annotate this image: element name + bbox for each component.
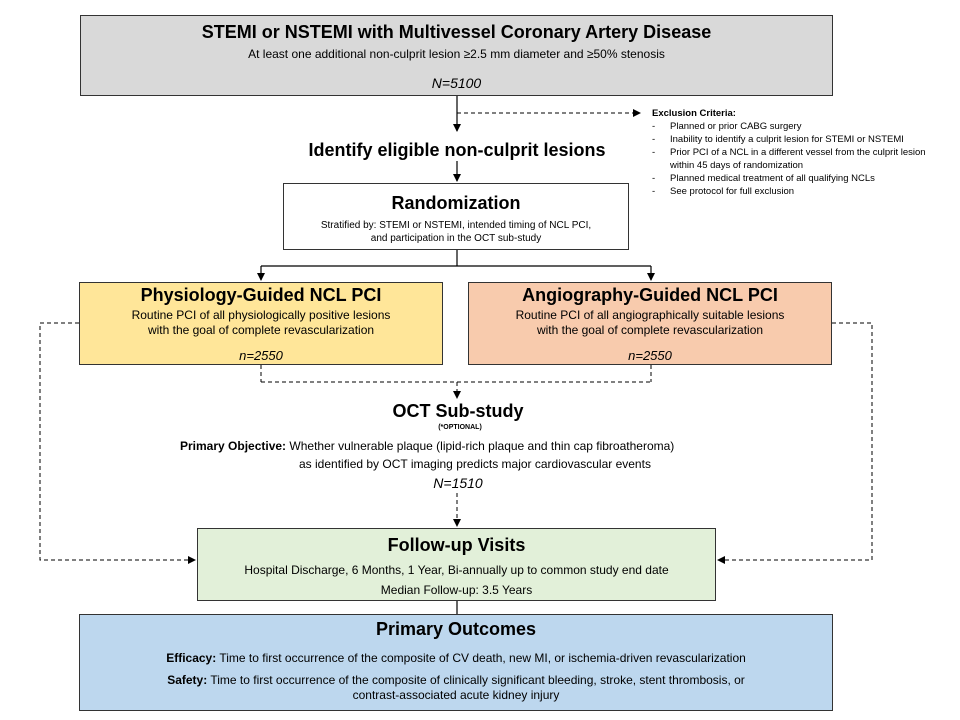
outcomes-title: Primary Outcomes [375,619,537,639]
oct-n: N=1510 [433,475,483,491]
randomization-box: Randomization Stratified by: STEMI or NS… [283,183,629,250]
exclusion-item: Planned medical treatment of all qualify… [652,172,952,185]
followup-title: Follow-up Visits [387,535,526,555]
angiography-line2: with the goal of complete revascularizat… [536,323,764,337]
randomization-line1: Stratified by: STEMI or NSTEMI, intended… [320,220,592,231]
exclusion-item: See protocol for full exclusion [652,185,952,198]
randomization-line2: and participation in the OCT sub-study [370,233,542,244]
exclusion-item: Inability to identify a culprit lesion f… [652,133,952,146]
angiography-line1: Routine PCI of all angiographically suit… [515,308,785,322]
oct-objective-line1: Whether vulnerable plaque (lipid-rich pl… [289,439,675,453]
physiology-description: Routine PCI of all physiologically posit… [80,308,442,338]
randomization-strata: Stratified by: STEMI or NSTEMI, intended… [284,219,628,245]
efficacy-outcome: Efficacy: Time to first occurrence of th… [80,651,832,665]
safety-label: Safety: [167,673,208,687]
oct-objective: Primary Objective: Whether vulnerable pl… [180,437,760,473]
angiography-n: n=2550 [628,348,672,363]
exclusion-criteria: Exclusion Criteria: Planned or prior CAB… [652,107,952,198]
angiography-description: Routine PCI of all angiographically suit… [469,308,831,338]
exclusion-heading: Exclusion Criteria: [652,108,736,119]
population-title: STEMI or NSTEMI with Multivessel Coronar… [201,22,712,42]
exclusion-item: Prior PCI of a NCL in a different vessel… [652,146,952,172]
oct-optional-note: (*OPTIONAL) [438,424,482,431]
followup-box: Follow-up Visits Hospital Discharge, 6 M… [197,528,716,601]
randomization-title: Randomization [391,193,521,213]
physiology-line2: with the goal of complete revascularizat… [147,323,375,337]
oct-objective-label: Primary Objective: [180,439,287,453]
population-box: STEMI or NSTEMI with Multivessel Coronar… [80,15,833,96]
population-n: N=5100 [431,75,482,91]
exclusion-item: Planned or prior CABG surgery [652,120,952,133]
safety-outcome: Safety: Time to first occurrence of the … [80,673,832,703]
exclusion-list: Planned or prior CABG surgery Inability … [652,120,952,198]
connector-angiography-to-followup [717,322,873,564]
connector-physiology-to-followup [39,322,196,564]
safety-text: Time to first occurrence of the composit… [210,673,745,687]
angiography-title: Angiography-Guided NCL PCI [522,285,778,305]
followup-schedule: Hospital Discharge, 6 Months, 1 Year, Bi… [244,563,669,577]
safety-text-continued: contrast-associated acute kidney injury [352,688,560,702]
efficacy-label: Efficacy: [166,651,217,665]
efficacy-text: Time to first occurrence of the composit… [219,651,746,665]
angiography-arm-box: Angiography-Guided NCL PCI Routine PCI o… [468,282,832,365]
outcomes-box: Primary Outcomes Efficacy: Time to first… [79,614,833,711]
physiology-arm-box: Physiology-Guided NCL PCI Routine PCI of… [79,282,443,365]
physiology-n: n=2550 [239,348,283,363]
identify-lesions-label: Identify eligible non-culprit lesions [308,140,606,160]
physiology-title: Physiology-Guided NCL PCI [140,285,382,305]
followup-median: Median Follow-up: 3.5 Years [380,583,533,597]
population-subtitle: At least one additional non-culprit lesi… [248,47,665,61]
oct-objective-line2: as identified by OCT imaging predicts ma… [299,457,651,471]
physiology-line1: Routine PCI of all physiologically posit… [131,308,391,322]
oct-substudy-title: OCT Sub-study [392,401,524,421]
